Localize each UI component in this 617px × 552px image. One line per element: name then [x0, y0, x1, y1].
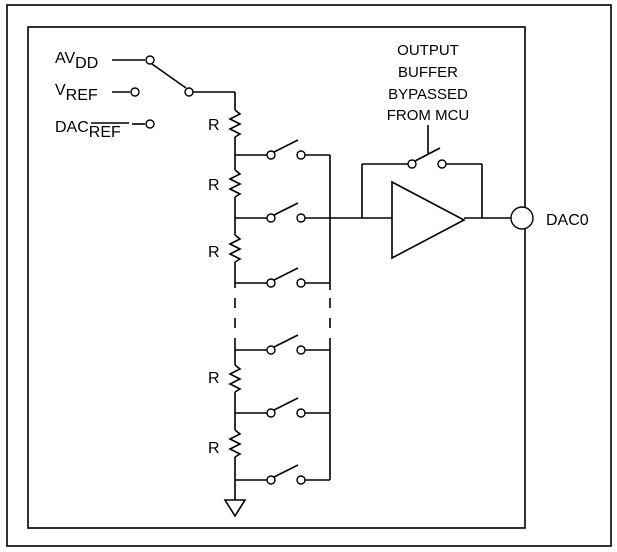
inner-block: [27, 26, 526, 529]
resistor-5-label: R: [208, 440, 220, 457]
vref-label: VREF: [55, 82, 98, 104]
dac0-label: DAC0: [546, 212, 589, 229]
resistor-5: [228, 429, 242, 458]
outer-frame: [6, 4, 612, 547]
ref-select-switch-blade: [151, 63, 187, 89]
bypass-switch-left-terminal: [407, 159, 417, 169]
dac0-output-pin: [510, 206, 534, 230]
vref-terminal: [130, 87, 140, 97]
resistor-1: [228, 109, 242, 138]
tap-switch-6: [235, 464, 330, 485]
resistor-2: [228, 169, 242, 198]
tap-switch-1: [235, 139, 330, 160]
resistor-2-label: R: [208, 177, 220, 194]
tap-switch-4: [235, 334, 330, 355]
avdd-terminal: [145, 55, 155, 65]
resistor-4: [228, 364, 242, 393]
output-buffer-amplifier: [391, 180, 466, 260]
bypass-switch-blade: [414, 147, 441, 162]
ground-symbol: [223, 499, 247, 518]
resistor-1-label: R: [208, 117, 220, 134]
resistor-4-label: R: [208, 370, 220, 387]
tap-switch-5: [235, 397, 330, 418]
bypass-note-line-1: OUTPUT: [397, 42, 459, 59]
dacref-terminal: [145, 119, 155, 129]
resistor-3: [228, 234, 242, 263]
tap-switch-3: [235, 267, 330, 288]
dacref-label: DACREF: [55, 119, 121, 141]
tap-switch-2: [235, 202, 330, 223]
avdd-label: AVDD: [55, 50, 98, 72]
ref-select-common-terminal: [184, 87, 194, 97]
bypass-note-line-3: BYPASSED: [388, 86, 468, 103]
bypass-note-line-2: BUFFER: [398, 64, 458, 81]
bypass-note-line-4: FROM MCU: [387, 107, 470, 124]
bypass-switch-right-terminal: [437, 159, 447, 169]
resistor-3-label: R: [208, 244, 220, 261]
